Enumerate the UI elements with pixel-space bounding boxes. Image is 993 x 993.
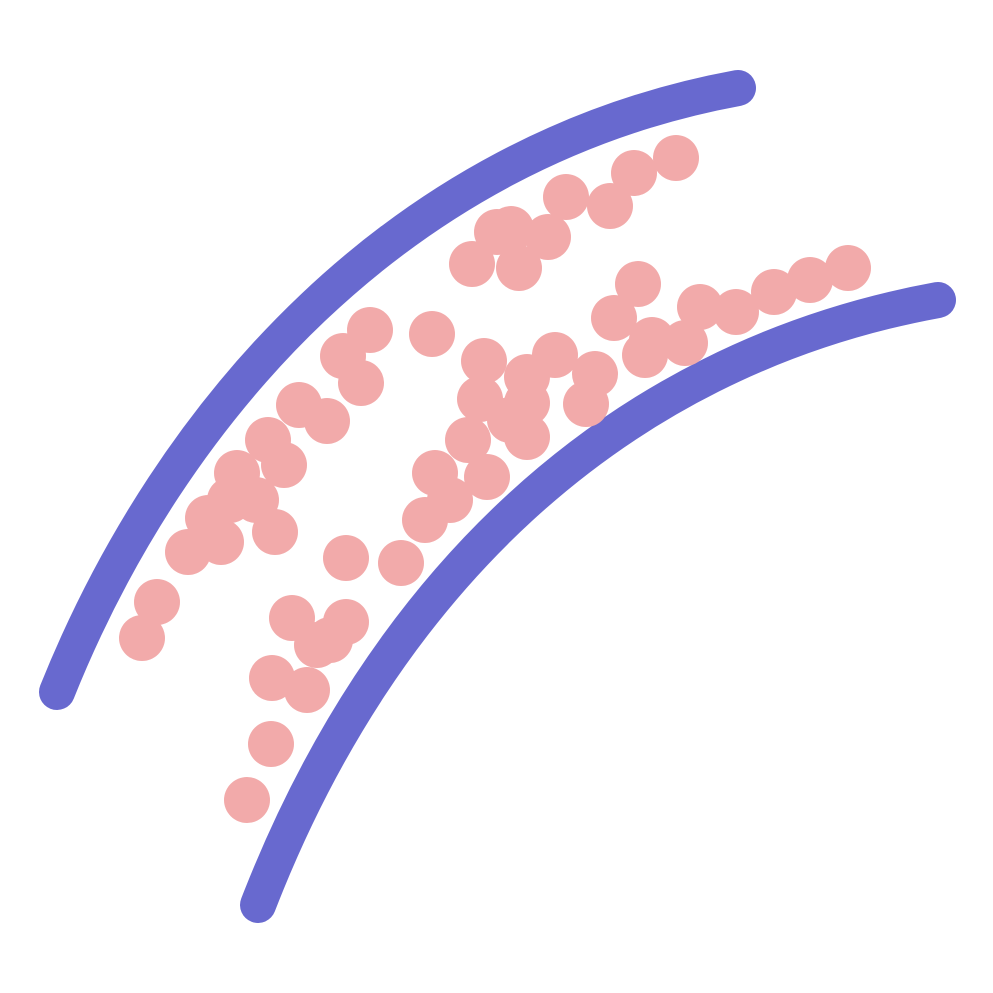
blood-cell bbox=[487, 397, 533, 443]
blood-cell bbox=[252, 509, 298, 555]
blood-cell bbox=[323, 535, 369, 581]
blood-cell bbox=[338, 360, 384, 406]
blood-cell bbox=[629, 317, 675, 363]
blood-cell bbox=[224, 777, 270, 823]
vessel-upper-wall bbox=[39, 70, 756, 710]
blood-cell bbox=[119, 615, 165, 661]
blood-cells-group bbox=[119, 135, 871, 823]
blood-cell bbox=[713, 289, 759, 335]
blood-cell bbox=[461, 338, 507, 384]
blood-cell bbox=[591, 295, 637, 341]
blood-cell bbox=[378, 540, 424, 586]
blood-cell bbox=[474, 209, 520, 255]
blood-cell bbox=[751, 269, 797, 315]
blood-cell bbox=[269, 595, 315, 641]
blood-cell bbox=[261, 442, 307, 488]
blood-cell bbox=[825, 245, 871, 291]
blood-cell bbox=[207, 477, 253, 523]
vessel-lower-wall bbox=[240, 282, 956, 923]
blood-cell bbox=[611, 150, 657, 196]
blood-cell bbox=[787, 257, 833, 303]
blood-cell bbox=[134, 579, 180, 625]
blood-cell bbox=[284, 667, 330, 713]
blood-cell bbox=[662, 320, 708, 366]
blood-cell bbox=[165, 529, 211, 575]
blood-cell bbox=[677, 284, 723, 330]
blood-cell bbox=[248, 721, 294, 767]
blood-cell bbox=[449, 241, 495, 287]
blood-cell bbox=[464, 454, 510, 500]
blood-cell bbox=[543, 174, 589, 220]
blood-cell bbox=[563, 381, 609, 427]
blood-cell bbox=[615, 261, 661, 307]
blood-cell bbox=[445, 417, 491, 463]
blood-cell bbox=[427, 477, 473, 523]
blood-cell bbox=[409, 311, 455, 357]
blood-cell bbox=[587, 183, 633, 229]
blood-cell bbox=[276, 382, 322, 428]
blood-cell bbox=[307, 617, 353, 663]
blood-cell bbox=[249, 655, 295, 701]
blood-cell bbox=[653, 135, 699, 181]
blood-cell bbox=[496, 245, 542, 291]
blood-cell bbox=[525, 214, 571, 260]
